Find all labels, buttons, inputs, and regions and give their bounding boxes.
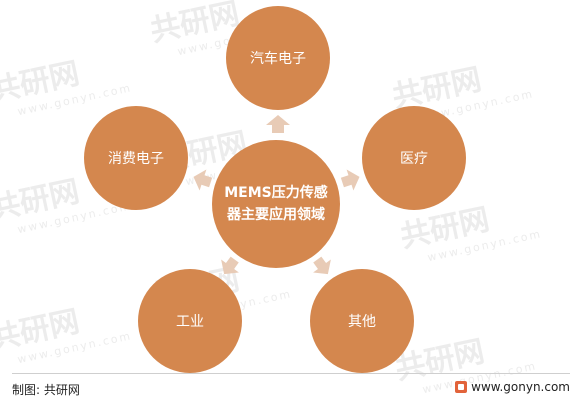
- footer-divider: [12, 373, 570, 374]
- node-label: 工业: [176, 314, 204, 330]
- arrow-left-icon: [193, 169, 213, 191]
- node-label: 汽车电子: [250, 51, 306, 67]
- arrow-up-icon: [266, 115, 290, 133]
- center-label: MEMS压力传感器主要应用领域: [224, 185, 328, 223]
- arrow-right-icon: [340, 169, 360, 191]
- node-center: MEMS压力传感器主要应用领域: [212, 140, 340, 268]
- footer-website-block: www.gonyn.com: [455, 380, 570, 394]
- arrow-lower-left-icon: [221, 256, 239, 275]
- node-other: 其他: [310, 269, 414, 373]
- footer-credit: 制图: 共研网: [12, 383, 80, 397]
- footer-website[interactable]: www.gonyn.com: [471, 380, 570, 394]
- arrow-lower-right-icon: [313, 256, 331, 275]
- node-label: 其他: [348, 314, 376, 330]
- node-industry: 工业: [138, 269, 242, 373]
- gonyn-logo-icon: [455, 381, 468, 393]
- node-label: 消费电子: [108, 151, 164, 167]
- node-consumer-electronics: 消费电子: [84, 106, 188, 210]
- node-automotive-electronics: 汽车电子: [226, 6, 330, 110]
- node-medical: 医疗: [362, 106, 466, 210]
- node-label: 医疗: [400, 151, 428, 167]
